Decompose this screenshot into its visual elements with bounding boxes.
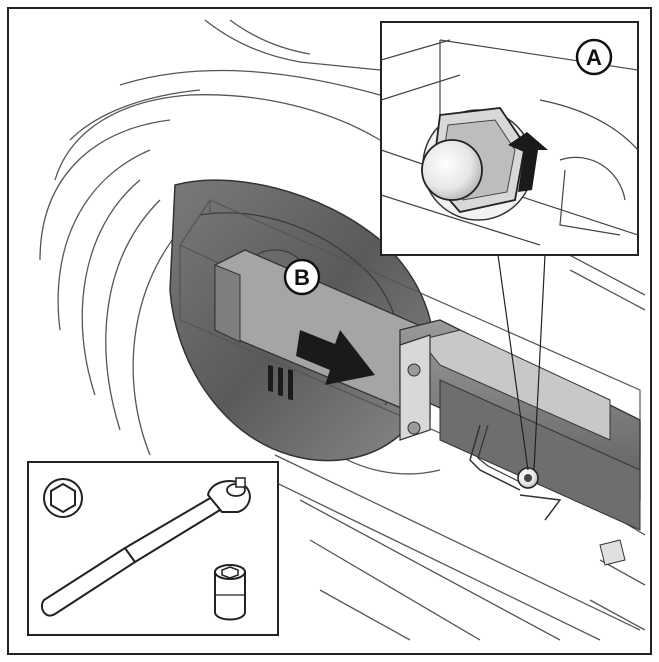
slide-direction-arrow-icon	[268, 330, 375, 401]
callout-b: B	[283, 258, 321, 296]
callout-a-label: A	[586, 45, 602, 70]
hex-bolt-icon	[43, 478, 83, 518]
vehicle-body-outline	[39, 19, 646, 641]
socket-icon	[214, 564, 246, 621]
ratchet-wrench-icon	[40, 477, 251, 617]
rotation-arrow-icon	[508, 132, 548, 192]
detail-inset-a: A	[380, 21, 639, 471]
callout-b-label: B	[294, 265, 310, 290]
tools-inset	[27, 461, 279, 636]
